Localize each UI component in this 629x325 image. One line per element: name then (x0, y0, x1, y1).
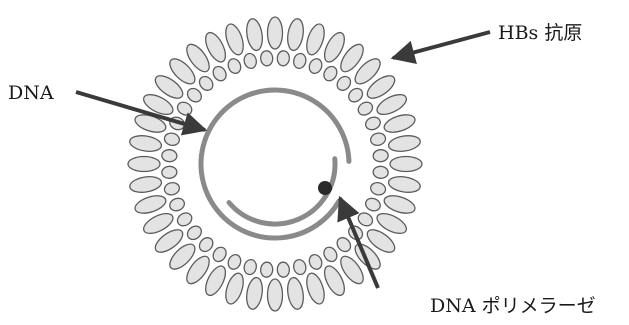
outer-lipid-ellipse (303, 271, 327, 306)
inner-lipid-ellipse (163, 181, 180, 196)
inner-lipid-ellipse (277, 50, 290, 66)
outer-lipid-ellipse (286, 276, 306, 310)
inner-lipid-ellipse (175, 100, 194, 118)
dna-outer-strand (201, 90, 349, 238)
dna-strands (201, 90, 349, 238)
inner-lipid-ellipse (321, 64, 339, 83)
inner-lipid-ellipse (197, 235, 216, 254)
outer-lipid-ellipse (390, 157, 422, 172)
inner-lipid-ellipse (369, 181, 386, 196)
inner-lipid-ellipse (334, 74, 353, 93)
dna-polymerase-dot (318, 181, 332, 195)
inner-lipid-ellipse (292, 258, 307, 275)
inner-lipid-ellipse (356, 210, 375, 228)
outer-lipid-ellipse (128, 157, 160, 172)
inner-lipid-ellipse (334, 235, 353, 254)
inner-lipid-ellipse (163, 132, 180, 147)
inner-lipid-ellipse (161, 149, 177, 162)
outer-lipid-ellipse (222, 271, 246, 306)
inner-lipid-ellipse (260, 50, 273, 66)
inner-lipid-ellipse (185, 86, 204, 105)
hbs-envelope-ring (128, 17, 422, 311)
outer-lipid-ellipse (129, 175, 163, 195)
inner-lipid-ellipse (356, 100, 375, 118)
dna-label: DNA (8, 84, 54, 103)
inner-lipid-ellipse (226, 57, 243, 75)
inner-lipid-ellipse (168, 196, 186, 213)
inner-lipid-ellipse (211, 245, 229, 264)
inner-lipid-ellipse (321, 245, 339, 264)
outer-lipid-ellipse (387, 175, 421, 195)
outer-lipid-ellipse (245, 18, 265, 52)
inner-lipid-ellipse (307, 253, 324, 271)
inner-lipid-ellipse (277, 262, 290, 278)
outer-lipid-ellipse (245, 276, 265, 310)
inner-lipid-ellipse (243, 52, 258, 69)
inner-lipid-ellipse (369, 132, 386, 147)
inner-lipid-ellipse (226, 253, 243, 271)
inner-lipid-ellipse (364, 196, 382, 213)
outer-lipid-ellipse (387, 134, 421, 154)
inner-lipid-ellipse (307, 57, 324, 75)
inner-lipid-ellipse (260, 262, 273, 278)
inner-lipid-ellipse (175, 210, 194, 228)
inner-lipid-ellipse (373, 149, 389, 162)
inner-lipid-ellipse (185, 223, 204, 242)
hbs-antigen-label: HBs 抗原 (498, 24, 582, 43)
inner-lipid-ellipse (211, 64, 229, 83)
outer-lipid-ellipse (133, 192, 168, 216)
inner-lipid-ellipse (373, 166, 389, 179)
outer-lipid-ellipse (222, 22, 246, 57)
inner-lipid-ellipse (197, 74, 216, 93)
outer-lipid-ellipse (382, 111, 417, 135)
outer-lipid-ellipse (268, 279, 283, 311)
inner-lipid-ellipse (346, 86, 365, 105)
outer-lipid-ellipse (129, 134, 163, 154)
outer-lipid-ellipse (268, 17, 283, 49)
inner-lipid-ellipse (292, 52, 307, 69)
outer-lipid-ellipse (382, 192, 417, 216)
outer-lipid-ellipse (286, 18, 306, 52)
inner-lipid-ellipse (161, 166, 177, 179)
hbs-antigen-arrow (393, 32, 490, 58)
inner-lipid-ellipse (243, 258, 258, 275)
inner-lipid-ellipse (364, 115, 382, 132)
outer-lipid-ellipse (303, 22, 327, 57)
dna-polymerase-label: DNA ポリメラーゼ (430, 297, 596, 316)
